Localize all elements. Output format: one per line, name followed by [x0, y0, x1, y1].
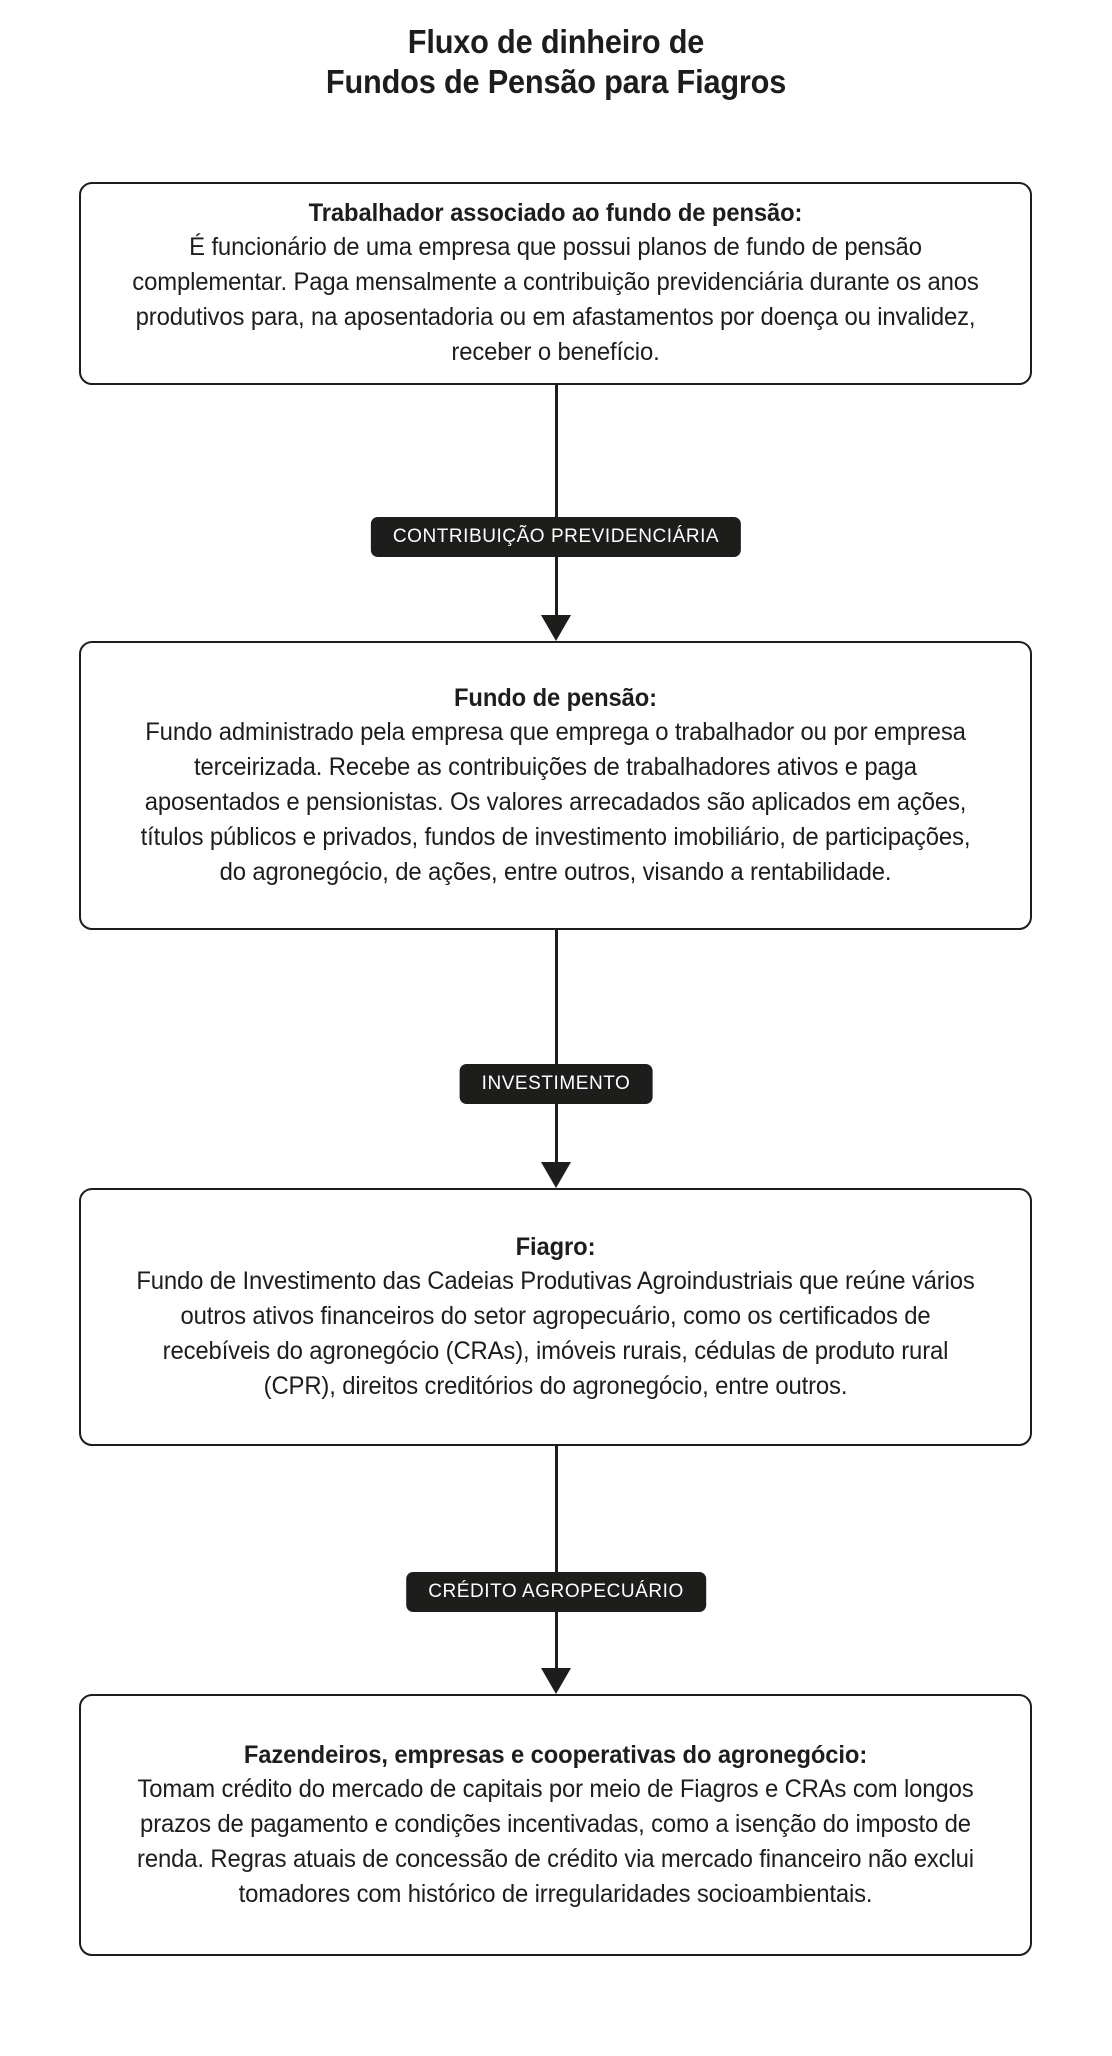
flow-node-fazendeiros: Fazendeiros, empresas e cooperativas do … [79, 1694, 1032, 1956]
flow-edge-label: CONTRIBUIÇÃO PREVIDENCIÁRIA [370, 517, 742, 557]
flow-edge-credito-agropecuario: CRÉDITO AGROPECUÁRIO [0, 1446, 1112, 1694]
arrow-line [554, 930, 558, 1162]
flow-node-body: Fundo administrado pela empresa que empr… [140, 717, 971, 886]
flow-node-heading: Fiagro: [515, 1232, 596, 1261]
flow-node-heading: Trabalhador associado ao fundo de pensão… [308, 199, 803, 227]
flow-node-fundo-de-pensao: Fundo de pensão: Fundo administrado pela… [79, 641, 1032, 930]
page-title-line-1: Fluxo de dinheiro de [407, 23, 705, 60]
arrow-head-icon [541, 1162, 571, 1188]
flow-edge-contribuicao-previdenciaria: CONTRIBUIÇÃO PREVIDENCIÁRIA [0, 385, 1112, 641]
arrow-head-icon [541, 615, 571, 641]
page-title-line-2: Fundos de Pensão para Fiagros [325, 63, 787, 100]
flow-edge-label: CRÉDITO AGROPECUÁRIO [406, 1572, 706, 1612]
flow-edge-investimento: INVESTIMENTO [0, 930, 1112, 1188]
flow-edge-label: INVESTIMENTO [459, 1064, 653, 1104]
arrow-head-icon [541, 1668, 571, 1694]
arrow-line [554, 385, 558, 615]
flow-node-trabalhador: Trabalhador associado ao fundo de pensão… [79, 182, 1032, 385]
flow-node-body: Fundo de Investimento das Cadeias Produt… [136, 1266, 975, 1400]
flow-node-body: É funcionário de uma empresa que possui … [132, 233, 979, 366]
flow-node-fiagro: Fiagro: Fundo de Investimento das Cadeia… [79, 1188, 1032, 1446]
arrow-line [554, 1446, 558, 1668]
flow-node-heading: Fundo de pensão: [453, 683, 657, 712]
page-title: Fluxo de dinheiro de Fundos de Pensão pa… [91, 22, 1021, 102]
flow-node-heading: Fazendeiros, empresas e cooperativas do … [243, 1740, 868, 1769]
flow-node-body: Tomam crédito do mercado de capitais por… [137, 1774, 974, 1908]
